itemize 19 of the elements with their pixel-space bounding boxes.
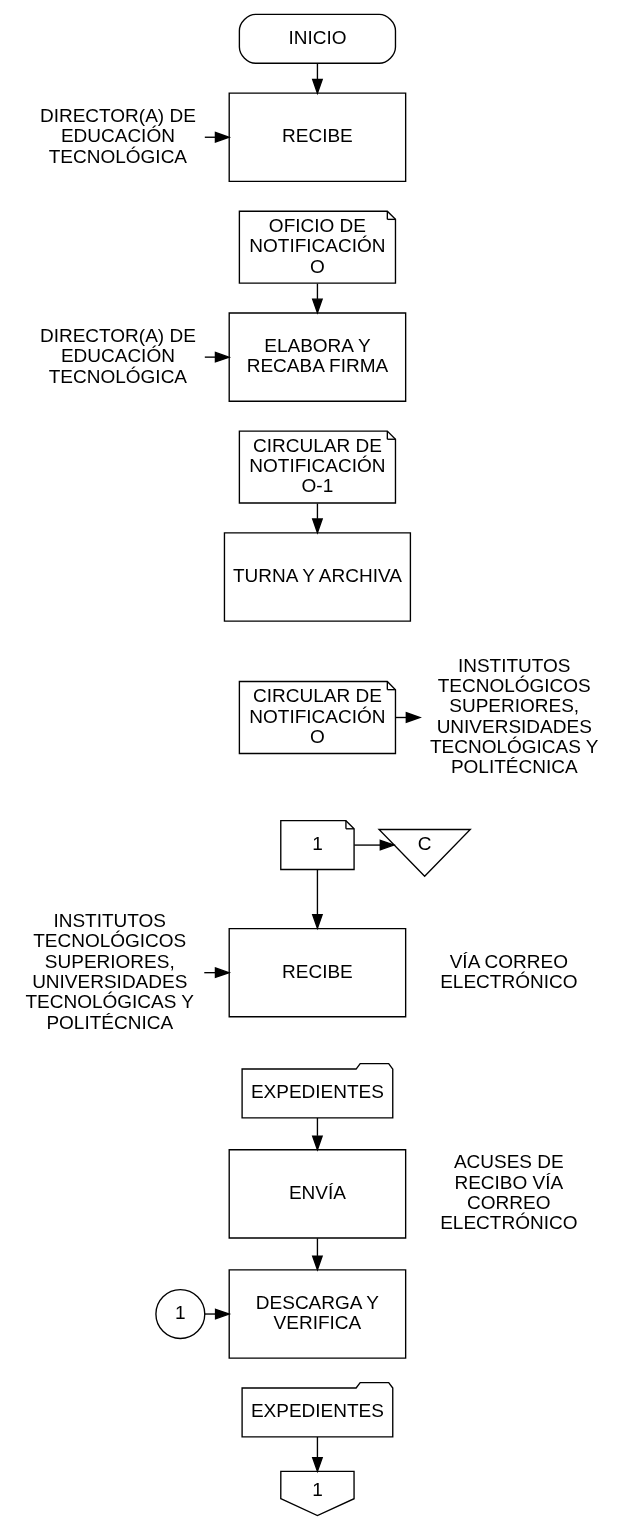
arrow [204, 351, 232, 363]
label: VÍA CORREO ELECTRÓNICO [440, 950, 578, 992]
node-text: DIRECTOR(A) DE EDUCACIÓN TECNOLÓGICA [39, 104, 196, 167]
arrow [311, 1436, 324, 1474]
label: ACUSES DE RECIBO VÍA CORREO ELECTRÓNICO [440, 1151, 578, 1234]
node-circle: 1 [155, 1288, 206, 1340]
node-box: INICIO [238, 13, 397, 64]
node-box: ENVÍA [228, 1149, 407, 1239]
node-text: INSTITUTOS TECNOLÓGICOS SUPERIORES, UNIVERSIDADES TECNOLÓGICAS Y POLITÉCNICA [429, 654, 599, 778]
node-box: RECIBE [228, 92, 407, 183]
node-box: RECIBE [228, 927, 407, 1018]
arrow [311, 869, 324, 931]
node-box: TURNA Y ARCHIVA [223, 532, 412, 622]
node-box: ELABORA Y RECABA FIRMA [228, 312, 407, 402]
node-text: DIRECTOR(A) DE EDUCACIÓN TECNOLÓGICA [39, 324, 196, 387]
arrow [204, 1308, 232, 1320]
node-box: DESCARGA Y VERIFICA [228, 1269, 407, 1359]
arrow [353, 839, 396, 851]
node-text: INSTITUTOS TECNOLÓGICOS SUPERIORES, UNIVERSIDADES TECNOLÓGICAS Y POLITÉCNICA [25, 909, 195, 1033]
